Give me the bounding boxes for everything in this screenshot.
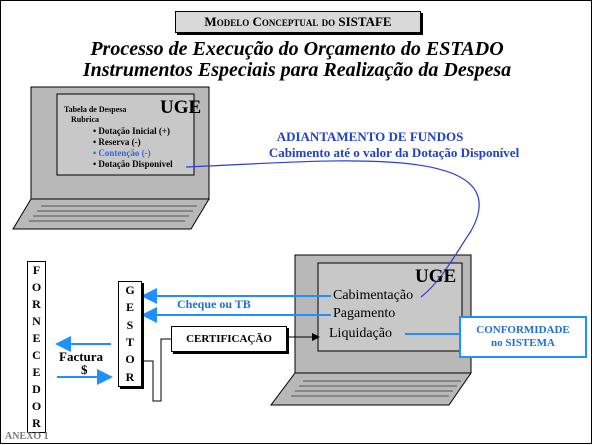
laptop-top-base	[12, 198, 210, 230]
laptop-bottom-base	[270, 372, 472, 406]
fornecedor-letter: E	[32, 365, 41, 379]
fornecedor-letter: N	[32, 314, 41, 328]
factura-label: Factura	[59, 349, 104, 364]
gestor-letter: T	[125, 335, 134, 350]
fornecedor-letter: O	[31, 399, 42, 413]
gestor-cert-connector	[143, 338, 171, 402]
adiantamento-title: ADIANTAMENTO DE FUNDOS	[276, 129, 464, 144]
item-dotacao-inicial: • Dotação Inicial (+)	[93, 126, 171, 136]
conformidade-box: CONFORMIDADE no SISTEMA	[459, 316, 587, 358]
gestor-letter: O	[125, 352, 135, 367]
entry-cabimentacao: Cabimentação	[333, 288, 414, 303]
gestor-box: G E S T O R	[118, 281, 142, 387]
gestor-letter: R	[125, 369, 135, 384]
heading-line-1: Processo de Execução do Orçamento do EST…	[90, 38, 504, 60]
laptop-bottom	[270, 254, 472, 406]
cheque-label: Cheque ou TB	[177, 297, 251, 311]
entry-liquidacao: Liquidação	[329, 326, 392, 341]
laptop-top	[12, 86, 210, 230]
uge-title-top: UGE	[160, 97, 202, 118]
fornecedor-letter: D	[32, 382, 41, 396]
conformidade-line-1: CONFORMIDADE	[476, 324, 570, 336]
entry-pagamento: Pagamento	[333, 306, 396, 321]
fornecedor-box: F O R N E C E D O R	[27, 261, 46, 433]
item-reserva: • Reserva (-)	[93, 137, 141, 147]
gestor-letter: G	[125, 283, 135, 298]
table-label-2: Rubrica	[71, 115, 99, 124]
gestor-letter: S	[126, 317, 134, 332]
fornecedor-letter: R	[32, 416, 41, 430]
dollar-label: $	[81, 362, 88, 377]
item-contencao: • Contenção (-)	[93, 148, 151, 158]
conformidade-line-2: no SISTEMA	[491, 337, 555, 349]
table-label-1: Tabela de Despesa	[64, 105, 127, 114]
uge-title-bottom: UGE	[415, 266, 457, 287]
adiantamento-subtitle: Cabimento até o valor da Dotação Disponí…	[268, 145, 520, 160]
fornecedor-letter: E	[32, 331, 41, 345]
certificacao-box: CERTIFICAÇÃO	[171, 326, 287, 352]
gestor-letter: E	[125, 300, 134, 315]
heading-line-2: Instrumentos Especiais para Realização d…	[82, 59, 512, 81]
fornecedor-letter: O	[31, 280, 42, 294]
fornecedor-letter: C	[32, 348, 41, 362]
footer-label: ANEXO 1	[5, 431, 49, 442]
item-dotacao-disponivel: • Dotação Disponível	[93, 159, 173, 169]
adiantamento-curve	[185, 160, 480, 298]
slide-title-box: Modelo Conceptual do SISTAFE	[175, 11, 421, 33]
fornecedor-letter: F	[32, 263, 41, 277]
laptop-bottom-screen	[317, 262, 463, 352]
fornecedor-letter: R	[32, 297, 41, 311]
laptop-top-screen	[56, 93, 195, 176]
